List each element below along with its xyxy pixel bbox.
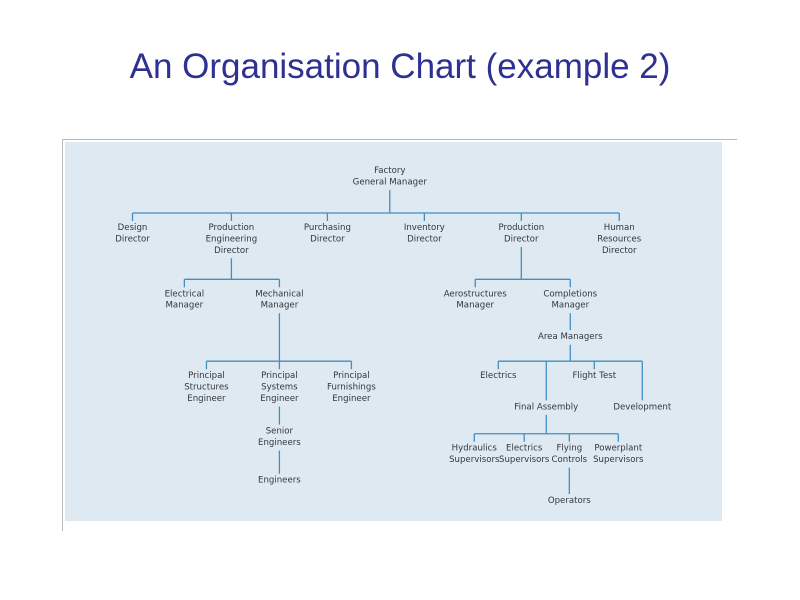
org-node-label: Development	[613, 402, 671, 412]
org-node-label: Engineers	[258, 476, 301, 486]
page-title: An Organisation Chart (example 2)	[129, 47, 671, 86]
content-left-rule	[62, 139, 63, 531]
org-node-label: Flight Test	[572, 371, 616, 381]
org-node-label: Electrics	[480, 371, 517, 381]
content-top-rule	[62, 139, 737, 140]
org-node-label: Area Managers	[538, 332, 603, 342]
org-chart-connectors	[131, 189, 643, 494]
org-node-label: Final Assembly	[514, 402, 578, 412]
org-node-label: Operators	[548, 496, 591, 506]
